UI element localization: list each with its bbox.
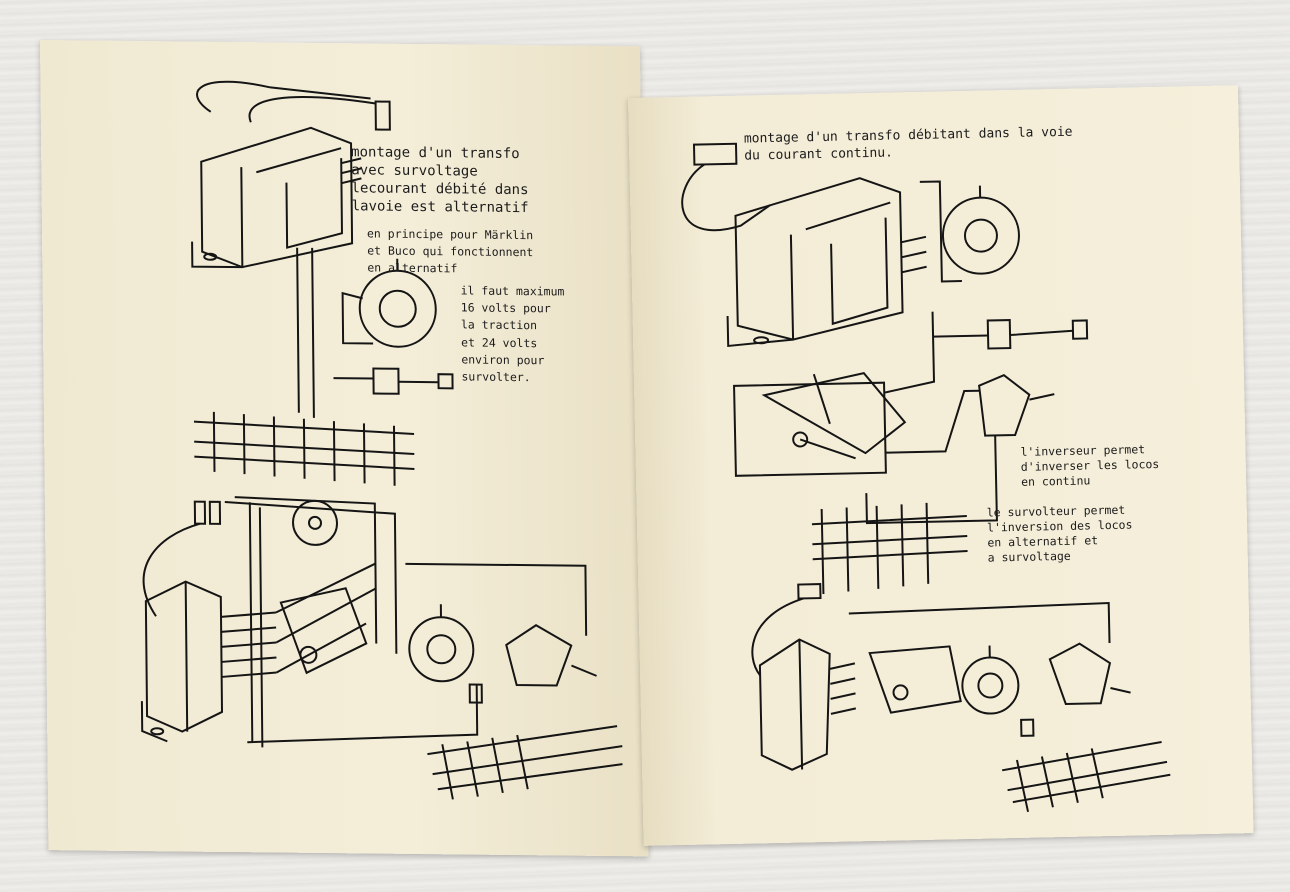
right-transformer-drawing [681,142,927,348]
right-bottom-wiring-drawing [751,583,1131,771]
right-caption-survolteur: le survolteur permet l'inversion des loc… [986,502,1133,565]
top-transformer-drawing [191,80,391,418]
right-switch-drawing [933,319,1089,350]
top-toroid-drawing [341,258,437,348]
right-page: montage d'un transfo débitant dans la vo… [628,85,1254,846]
top-switch-drawing [333,367,454,395]
right-caption-inverseur: l'inverseur permet d'inverser les locos … [1020,442,1160,489]
right-toroid-drawing [919,180,1020,283]
right-inverter-drawing [733,311,1055,477]
top-track-drawing [193,411,415,486]
right-middle-track-drawing [811,435,998,595]
right-page-drawings [681,142,1171,812]
left-page-drawings [140,80,623,800]
left-page: montage d'un transfo avec survoltage lec… [40,40,649,857]
left-caption-transformer: montage d'un transfo avec survoltage lec… [351,144,529,217]
left-caption-traction: il faut maximum 16 volts pour la tractio… [460,283,565,333]
right-bottom-track-drawing [1001,740,1171,812]
bottom-wiring-drawing [140,496,597,748]
bottom-track-drawing [427,725,623,800]
right-caption-continu: montage d'un transfo débitant dans la vo… [743,124,1073,164]
left-caption-survolter: et 24 volts environ pour survolter. [461,335,545,385]
left-caption-marklin: en principe pour Märklin et Buco qui fon… [366,226,534,276]
